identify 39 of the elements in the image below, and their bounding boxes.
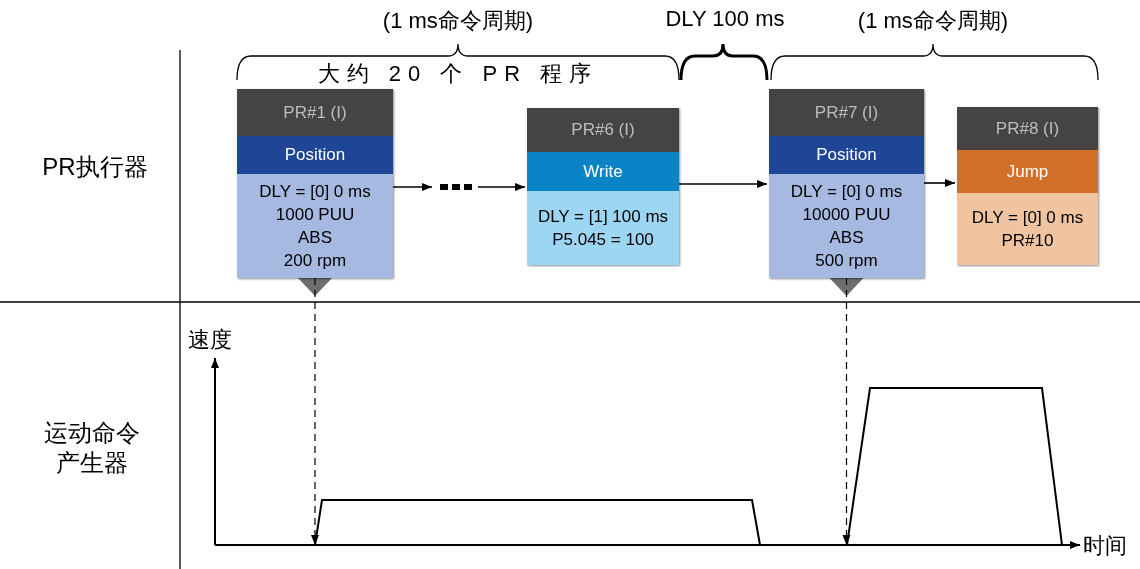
parameter-text: ABS <box>829 227 864 249</box>
parameter-text: 200 rpm <box>283 250 347 272</box>
dashed-arrow <box>311 277 319 546</box>
parameter-text: DLY = [0] 0 ms <box>259 181 371 203</box>
program-block <box>527 108 679 265</box>
axis-label: 速度 <box>188 326 232 354</box>
cycle-note: (1 ms命令周期) <box>382 7 534 35</box>
arrow <box>678 180 768 188</box>
row-label: 运动命令产生器 <box>43 418 141 478</box>
command-type-band: Position <box>237 136 393 174</box>
block-header: PR#1 (I) <box>237 89 393 136</box>
parameter-text: 1000 PUU <box>275 204 355 226</box>
parameter-text: P5.045 = 100 <box>552 229 654 251</box>
cycle-note: (1 ms命令周期) <box>857 7 1009 35</box>
axis-label: 时间 <box>1083 532 1127 560</box>
parameter-text: DLY = [0] 0 ms <box>790 181 903 203</box>
parameter-text: DLY = [1] 100 ms <box>537 206 669 228</box>
arrow <box>392 183 433 191</box>
parameter-text: PR#10 <box>1001 230 1054 252</box>
parameter-text: 10000 PUU <box>802 204 891 226</box>
command-type-band: Position <box>769 136 924 174</box>
command-type-band: Write <box>527 152 679 191</box>
delay-note: DLY 100 ms <box>665 6 785 32</box>
program-block <box>237 89 393 278</box>
program-block <box>769 89 924 278</box>
parameter-text: DLY = [0] 0 ms <box>971 207 1084 229</box>
command-type-band: Jump <box>957 150 1098 193</box>
ellipsis-dots <box>440 181 472 193</box>
block-header: PR#7 (I) <box>769 89 924 136</box>
block-header: PR#8 (I) <box>957 107 1098 150</box>
arrow <box>923 179 956 187</box>
parameter-text: 500 rpm <box>815 250 878 272</box>
dashed-arrow <box>842 277 851 546</box>
program-block <box>957 107 1098 265</box>
parameter-text: ABS <box>298 227 332 249</box>
arrow <box>477 183 526 191</box>
block-header: PR#6 (I) <box>527 108 679 152</box>
row-label: PR执行器 <box>42 152 148 182</box>
program-count-note: 大约 20 个 PR 程序 <box>317 60 599 88</box>
